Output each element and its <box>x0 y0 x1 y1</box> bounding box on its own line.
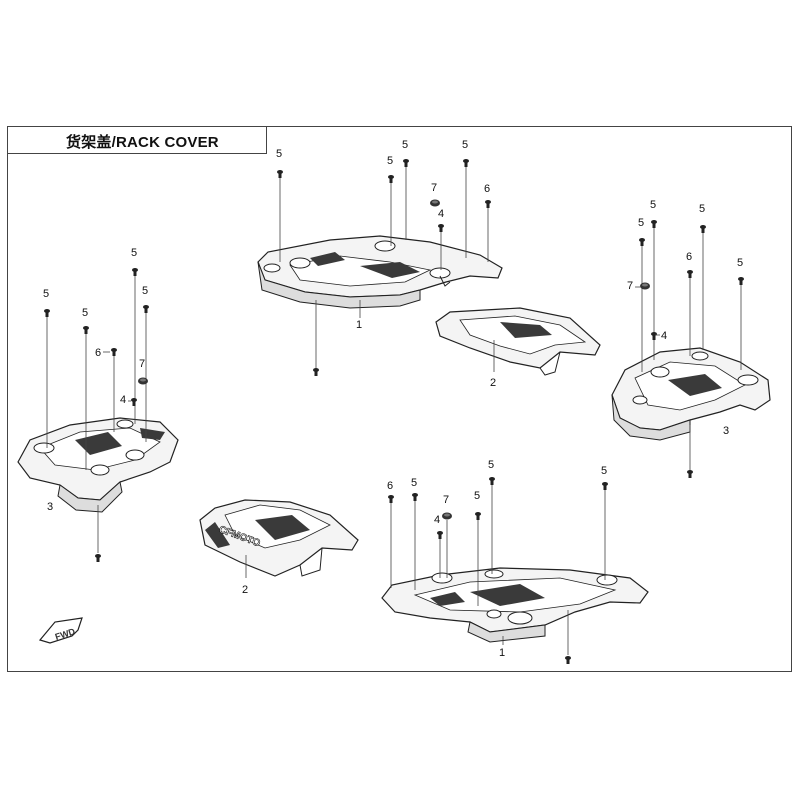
callout-label: 5 <box>131 247 137 259</box>
assembly-top-center: 5 5 5 5 6 7 4 1 <box>257 139 503 376</box>
screw-icon <box>44 309 50 317</box>
callout-label: 2 <box>242 584 248 596</box>
washer-icon <box>651 332 657 340</box>
screw-icon <box>412 493 418 501</box>
grommet-icon <box>138 377 148 385</box>
assembly-bottom-center: 6 5 7 4 5 5 5 1 <box>381 459 649 664</box>
callout-label: 5 <box>462 139 468 151</box>
callout-label: 6 <box>95 347 101 359</box>
title-box <box>7 126 267 154</box>
screw-icon <box>738 277 744 285</box>
screw-icon <box>651 220 657 228</box>
screw-icon <box>485 200 491 208</box>
callout-label: 4 <box>438 208 444 220</box>
callout-label: 1 <box>499 647 505 659</box>
callout-label: 4 <box>434 514 440 526</box>
screw-icon <box>132 268 138 276</box>
assembly-cover-upper: 2 <box>435 307 601 389</box>
callout-label: 4 <box>661 330 667 342</box>
callout-label: 5 <box>638 217 644 229</box>
callout-label: 5 <box>411 477 417 489</box>
screw-icon <box>403 159 409 167</box>
screw-icon <box>277 170 283 178</box>
callout-label: 7 <box>431 182 437 194</box>
washer-icon <box>437 531 443 539</box>
forward-direction-arrow: FWD <box>38 617 83 644</box>
callout-label: 4 <box>120 394 126 406</box>
callout-label: 5 <box>387 155 393 167</box>
callout-label: 5 <box>402 139 408 151</box>
callout-label: 3 <box>47 501 53 513</box>
callout-label: 5 <box>488 459 494 471</box>
callout-label: 5 <box>650 199 656 211</box>
rack-cover-1-top <box>257 235 503 309</box>
callout-label: 7 <box>627 280 633 292</box>
grommet-icon <box>640 282 650 290</box>
screw-icon <box>602 482 608 490</box>
screw-icon <box>565 656 571 664</box>
callout-label: 5 <box>276 148 282 160</box>
grommet-icon <box>442 512 452 520</box>
screw-icon <box>639 238 645 246</box>
diagram-frame <box>7 126 792 672</box>
callout-label: 6 <box>686 251 692 263</box>
callout-label: 1 <box>356 319 362 331</box>
callout-label: 6 <box>484 183 490 195</box>
screw-icon <box>95 554 101 562</box>
screw-icon <box>687 470 693 478</box>
callout-label: 5 <box>82 307 88 319</box>
washer-icon <box>438 224 444 232</box>
screw-icon <box>111 348 117 356</box>
screw-icon <box>388 495 394 503</box>
assembly-cover-lower: CFMOTO 2 <box>199 499 359 596</box>
callout-label: 6 <box>387 480 393 492</box>
screw-icon <box>489 477 495 485</box>
callout-label: 7 <box>443 494 449 506</box>
screw-icon <box>388 175 394 183</box>
callout-label: 3 <box>723 425 729 437</box>
callout-label: 5 <box>699 203 705 215</box>
assembly-right: 5 5 5 5 6 7 4 3 <box>611 199 771 478</box>
callout-label: 5 <box>601 465 607 477</box>
callout-label: 2 <box>490 377 496 389</box>
screw-icon <box>700 225 706 233</box>
screw-icon <box>687 270 693 278</box>
washer-icon <box>131 398 137 406</box>
callout-label: 5 <box>142 285 148 297</box>
screw-icon <box>313 368 319 376</box>
callout-label: 5 <box>737 257 743 269</box>
screw-icon <box>475 512 481 520</box>
callout-label: 5 <box>474 490 480 502</box>
callout-label: 5 <box>43 288 49 300</box>
callout-label: 7 <box>139 358 145 370</box>
assembly-left: 5 5 5 5 6 7 4 3 <box>17 247 179 562</box>
grommet-icon <box>430 199 440 207</box>
screw-icon <box>463 159 469 167</box>
page-title: 货架盖/RACK COVER <box>66 134 219 151</box>
screw-icon <box>143 305 149 313</box>
screw-icon <box>83 326 89 334</box>
